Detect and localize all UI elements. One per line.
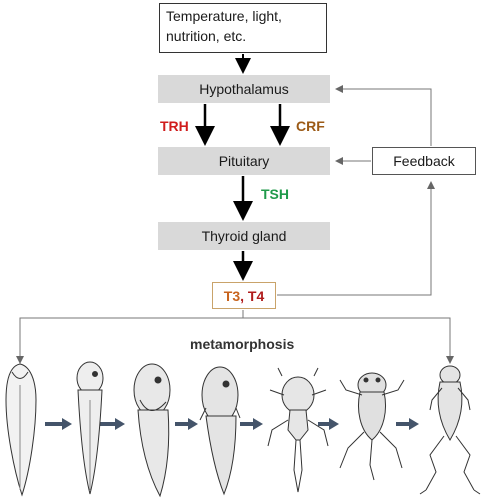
- stage-arrow-2: [100, 418, 125, 430]
- stage-3-tadpole-illustration: [133, 363, 171, 498]
- stage-4-tadpole-illustration: [199, 366, 241, 496]
- stage-1-tadpole-illustration: [5, 363, 37, 497]
- environment-box: Temperature, light, nutrition, etc.: [159, 3, 327, 53]
- metamorphosis-bracket: [19, 317, 451, 360]
- environment-line-2: nutrition, etc.: [166, 28, 247, 44]
- stage-6-froglet-illustration: [339, 372, 405, 481]
- thyroid-gland-box: Thyroid gland: [158, 222, 330, 250]
- arrow-to-feedback: [277, 181, 435, 296]
- t3-t4-box: T3, T4: [212, 282, 276, 309]
- metamorphosis-label: metamorphosis: [190, 336, 295, 352]
- t3-label: T3: [223, 287, 241, 304]
- environment-line-1: Temperature, light,: [166, 8, 282, 24]
- t4-label: T4: [247, 287, 265, 304]
- pituitary-box: Pituitary: [158, 147, 330, 175]
- t3-t4-separator: ,: [240, 287, 248, 304]
- crf-label: CRF: [296, 118, 325, 134]
- feedback-box: Feedback: [372, 147, 476, 175]
- trh-label: TRH: [160, 118, 189, 134]
- stage-arrows: [45, 418, 419, 430]
- hypothalamus-box: Hypothalamus: [158, 75, 330, 103]
- stage-arrow-5: [318, 418, 339, 430]
- stage-2-tadpole-illustration: [76, 361, 104, 495]
- stage-arrow-6: [396, 418, 419, 430]
- stage-5-froglet-illustration: [267, 367, 329, 493]
- arrow-feedback-hypothalamus: [335, 85, 432, 146]
- stage-arrow-4: [240, 418, 263, 430]
- stage-7-frog-illustration: [419, 365, 481, 495]
- stage-arrow-3: [175, 418, 198, 430]
- stage-arrow-1: [45, 418, 72, 430]
- tsh-label: TSH: [261, 186, 289, 202]
